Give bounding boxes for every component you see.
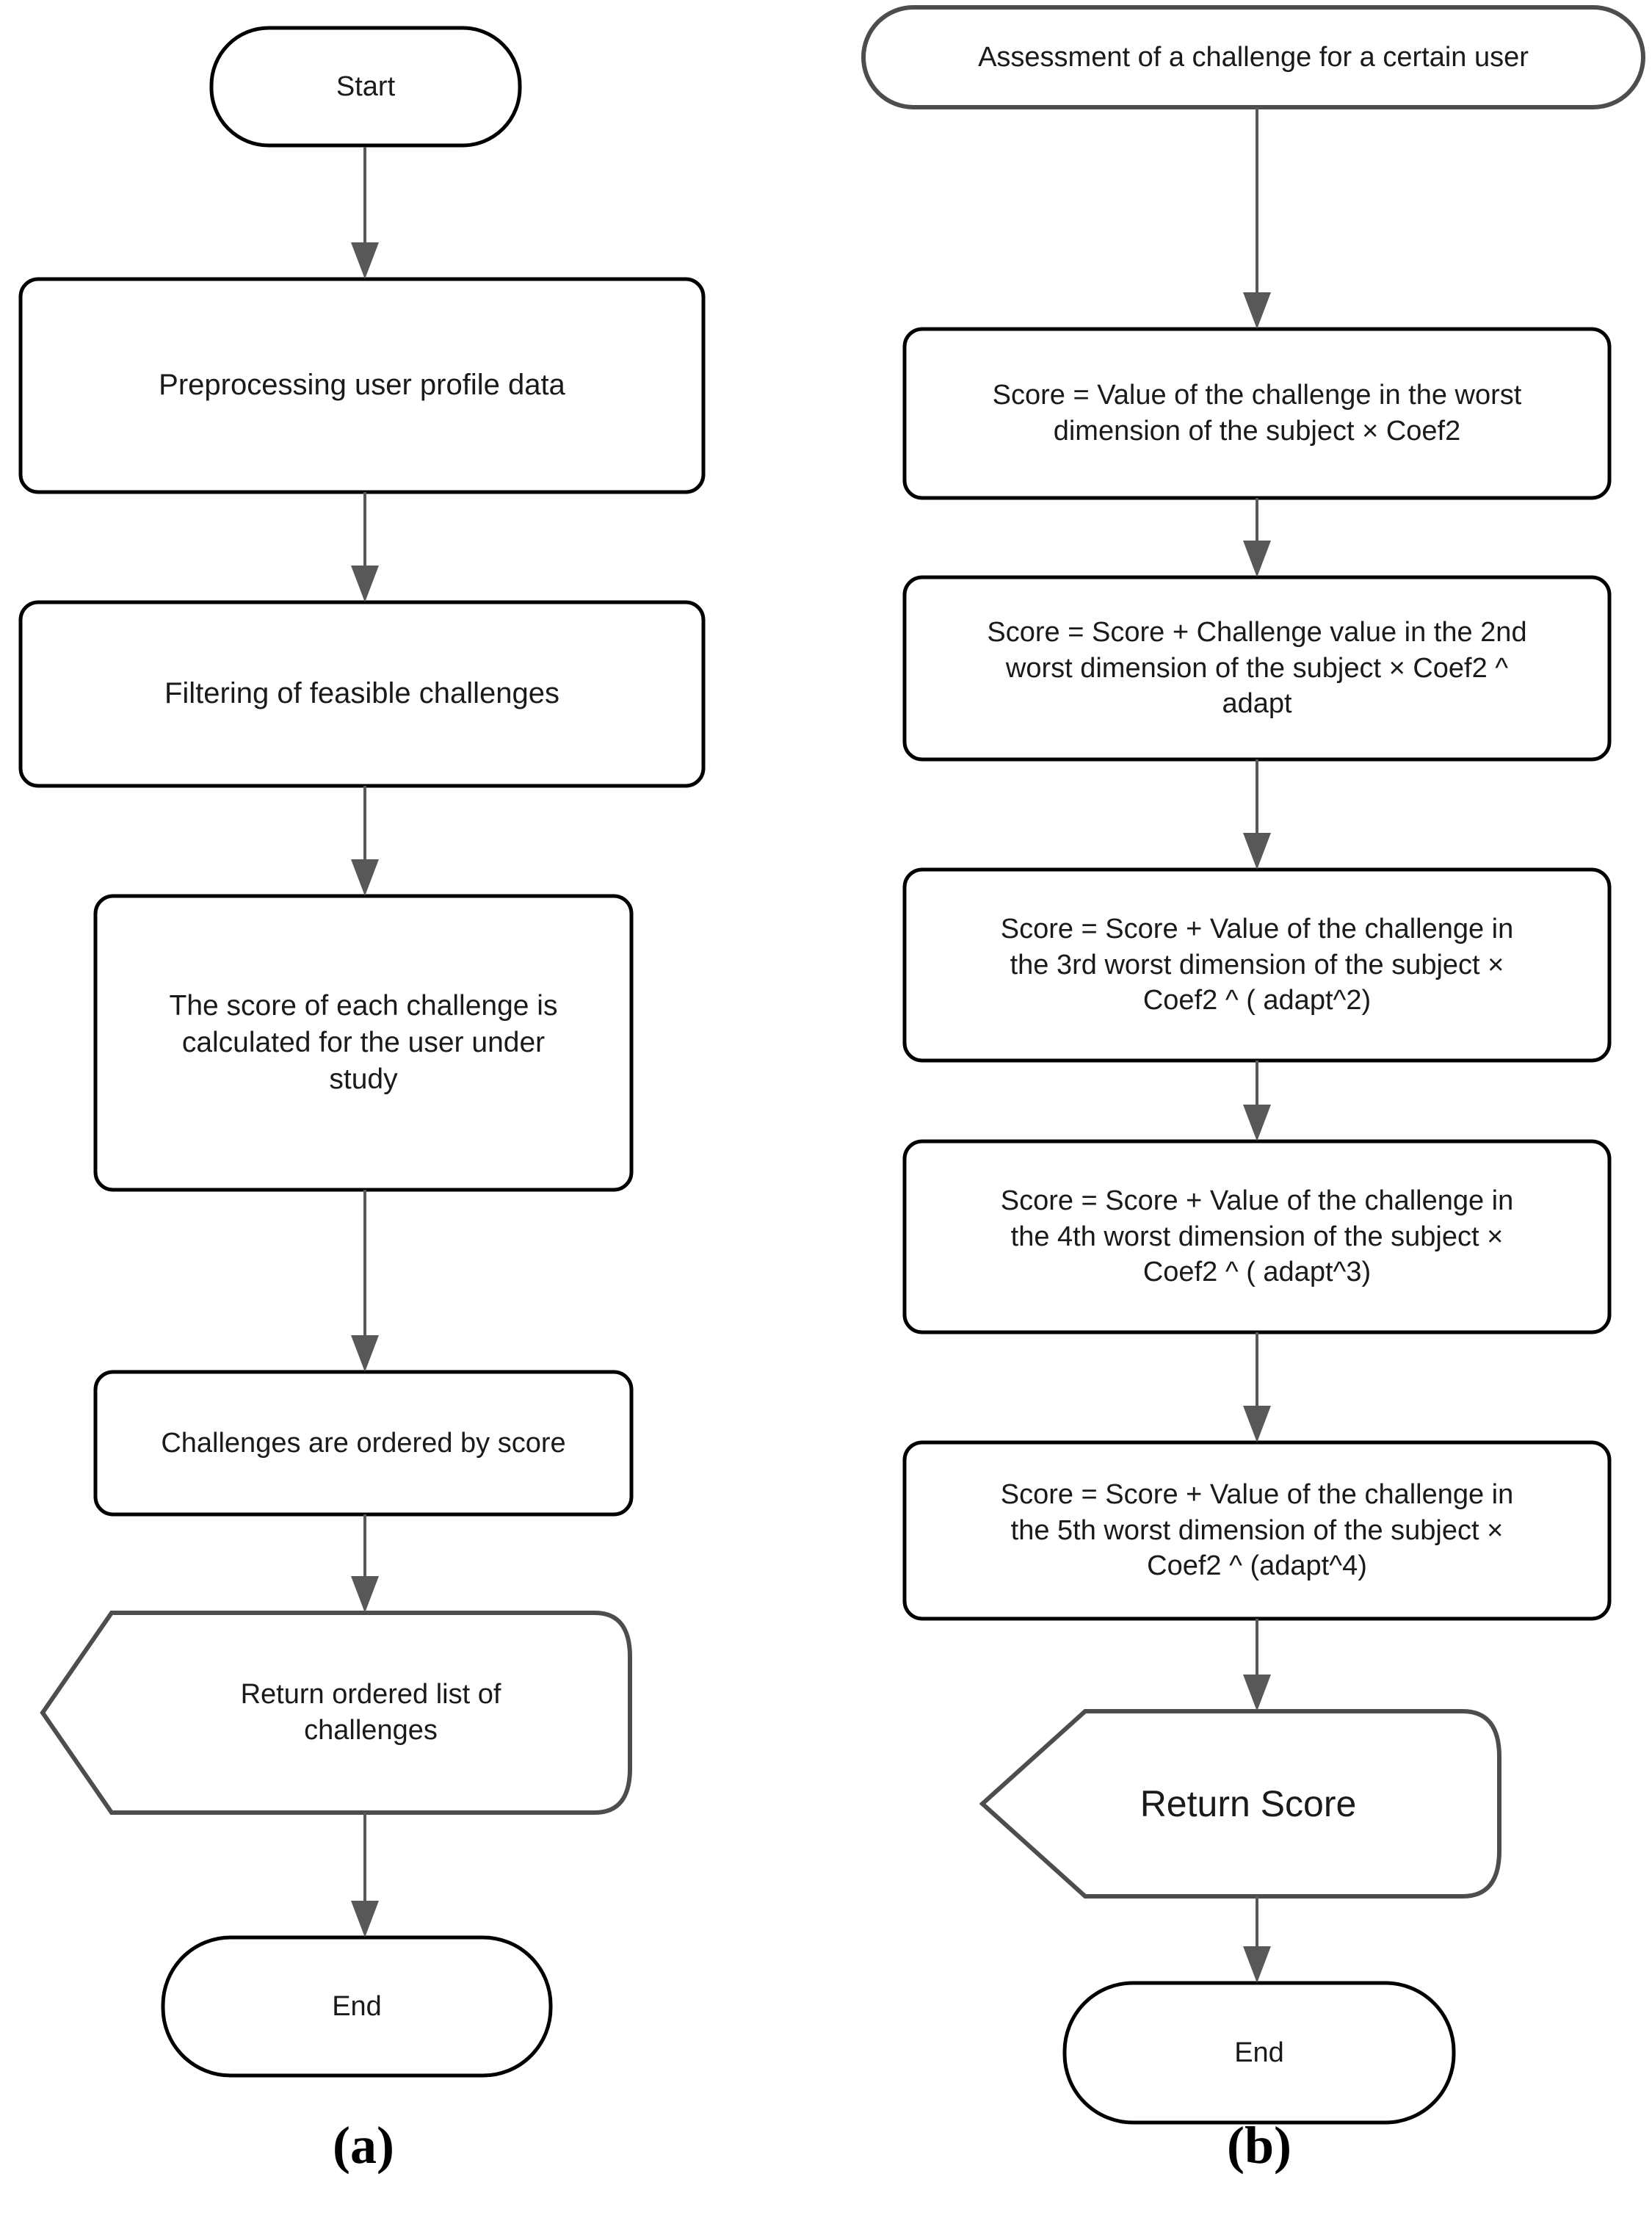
node-shape-b-score1[interactable] bbox=[902, 327, 1612, 500]
edge-b-assessment-to-score1 bbox=[1243, 107, 1271, 329]
node-shape-a-return[interactable] bbox=[40, 1611, 632, 1815]
node-shape-a-preprocess[interactable] bbox=[18, 277, 706, 494]
node-shape-a-start[interactable] bbox=[209, 26, 522, 148]
node-shape-a-filter[interactable] bbox=[18, 600, 706, 788]
edge-b-score2-to-score3 bbox=[1243, 759, 1271, 870]
panel-caption-a: (a) bbox=[333, 2116, 394, 2175]
node-shape-a-order[interactable] bbox=[93, 1370, 634, 1517]
node-shape-b-score5[interactable] bbox=[902, 1440, 1612, 1621]
edge-b-score4-to-score5 bbox=[1243, 1332, 1271, 1442]
node-shape-b-score3[interactable] bbox=[902, 867, 1612, 1063]
panel-caption-b: (b) bbox=[1227, 2116, 1291, 2175]
node-shape-a-end[interactable] bbox=[161, 1935, 553, 2078]
edge-b-score1-to-score2 bbox=[1243, 498, 1271, 577]
edge-a-filter-to-score bbox=[351, 786, 379, 896]
node-shape-b-score2[interactable] bbox=[902, 575, 1612, 762]
node-shape-b-return[interactable] bbox=[979, 1709, 1501, 1899]
edge-a-order-to-return bbox=[351, 1514, 379, 1613]
edge-a-start-to-preprocess bbox=[351, 147, 379, 279]
edge-a-return-to-end bbox=[351, 1813, 379, 1937]
node-shape-b-assessment[interactable] bbox=[861, 5, 1645, 109]
edge-a-score-to-order bbox=[351, 1190, 379, 1372]
edge-a-preprocess-to-filter bbox=[351, 492, 379, 602]
edge-b-score3-to-score4 bbox=[1243, 1061, 1271, 1141]
node-shape-b-end[interactable] bbox=[1062, 1981, 1456, 2125]
edge-b-return-to-end bbox=[1243, 1896, 1271, 1983]
node-shape-a-score[interactable] bbox=[93, 894, 634, 1192]
edge-b-score5-to-return bbox=[1243, 1619, 1271, 1711]
node-shape-b-score4[interactable] bbox=[902, 1139, 1612, 1334]
